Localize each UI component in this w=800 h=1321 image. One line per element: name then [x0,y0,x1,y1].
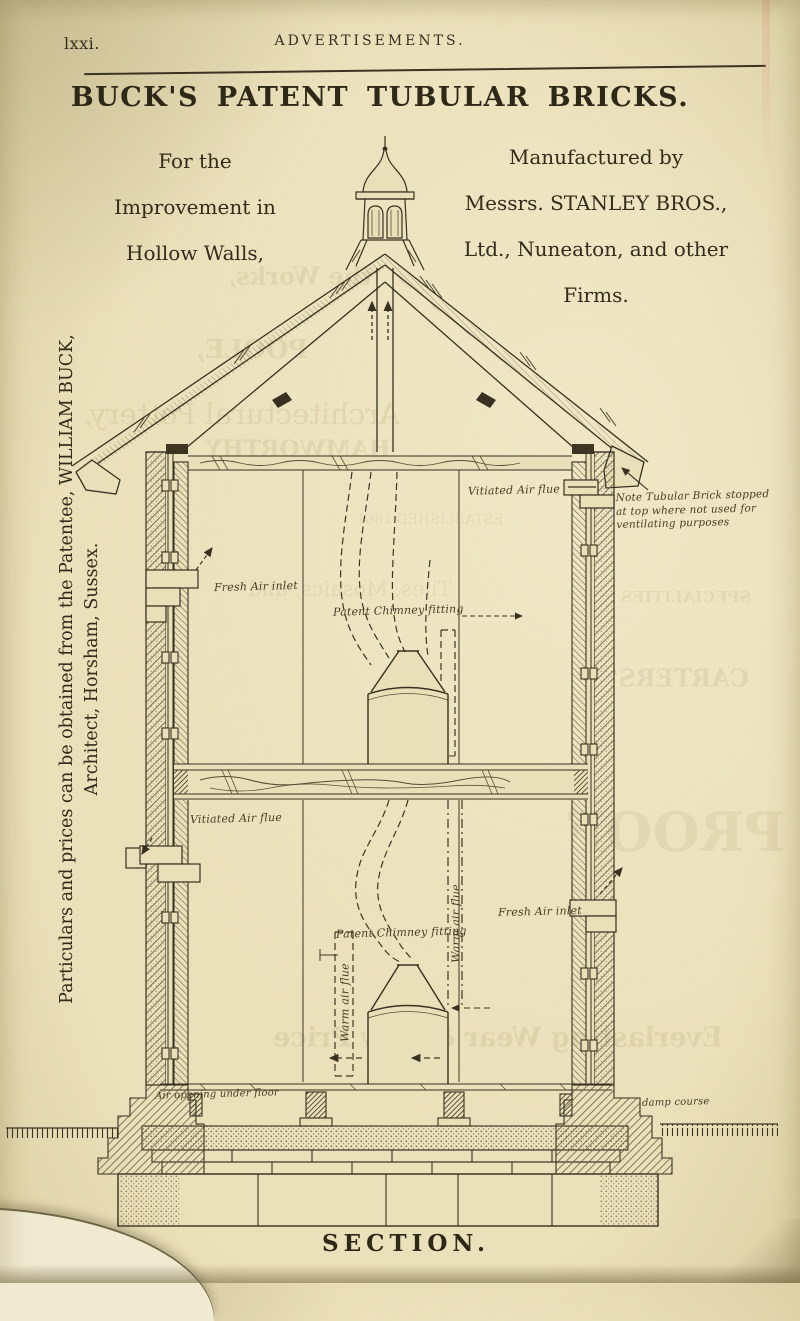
roof [71,253,649,495]
tagline-line: Firms. [563,283,629,307]
label-fresh-air-inlet-upper: Fresh Air inlet [213,578,299,595]
foundation [97,1084,673,1227]
label-warm-air-flue-left: Warm air flue [338,963,352,1042]
tagline-line: Ltd., Nuneaton, and other [463,237,729,261]
page-title: BUCK'S PATENT TUBULAR BRICKS. [70,82,690,113]
label-damp-course: damp course [641,1096,710,1109]
running-header: ADVERTISEMENTS. [274,33,466,49]
ground-floor [160,1083,612,1127]
label-vitiated-air-flue-lower: Vitiated Air flue [189,810,283,827]
page-fold-streak [762,0,770,170]
tagline-line: Messrs. STANLEY BROS., [464,191,728,215]
page-bottom-shadow [0,1265,800,1283]
vitiated-air-flue-lower [125,837,201,883]
lower-room [302,799,490,1082]
vitiated-air-flue-upper [563,479,615,509]
patentee-note-vertical: Particulars and prices can be obtained f… [55,319,105,1019]
ventilation-turret [345,136,425,271]
fresh-air-inlet-lower [569,867,623,933]
upper-ceiling [188,455,572,471]
right-tagline: Manufactured by Messrs. STANLEY BROS., L… [415,134,777,318]
patentee-note-line2: Architect, Horsham, Sussex. [82,542,102,796]
label-note-tubular-brick: Note Tubular Brick stopped at top where … [615,488,770,532]
page-corner-shadow [670,1219,800,1283]
tagline-line: Improvement in [114,195,276,219]
ground-level [6,1123,778,1140]
middle-floor [174,763,588,800]
fresh-air-inlet-upper [145,547,213,623]
tagline-line: Manufactured by [508,145,684,169]
tagline-line: For the [158,149,232,173]
lower-chimney-hood [367,964,449,1084]
page-number: lxxi. [64,34,100,53]
tagline-line: Hollow Walls, [126,241,264,265]
drawing-caption: SECTION. [322,1230,490,1257]
label-fresh-air-inlet-lower: Fresh Air inlet [497,903,583,920]
upper-chimney-hood [367,650,449,766]
left-tagline: For the Improvement in Hollow Walls, [88,138,302,276]
section-drawing [6,136,778,1227]
label-warm-air-flue-right: Warm air flue [449,884,463,963]
patentee-note-line1: Particulars and prices can be obtained f… [57,334,77,1004]
